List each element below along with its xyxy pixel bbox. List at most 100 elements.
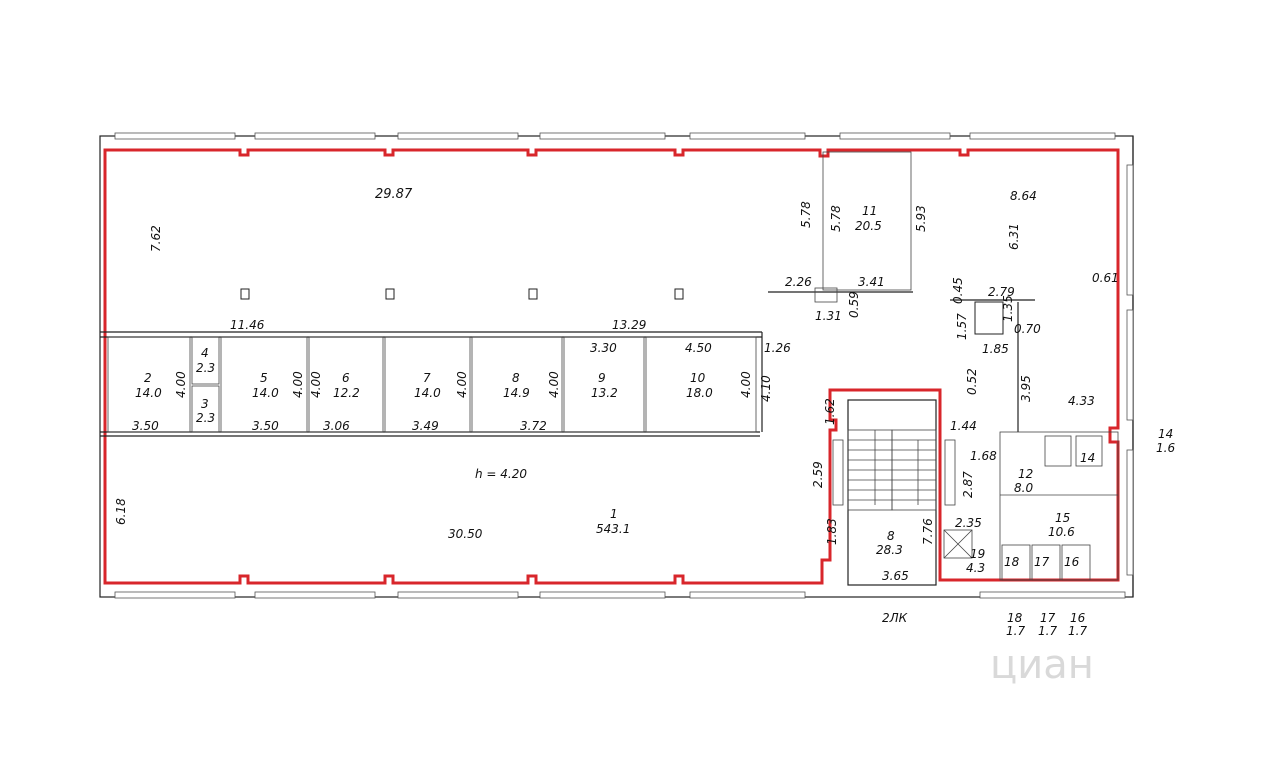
inner16: 16 — [1064, 555, 1080, 569]
dim-top-width: 29.87 — [375, 187, 413, 202]
room4-area: 2.3 — [196, 361, 215, 375]
room6-area: 12.2 — [333, 386, 360, 400]
room4-num: 4 — [201, 346, 209, 360]
room15-area: 10.6 — [1048, 525, 1075, 539]
watermark: циан — [990, 642, 1094, 688]
room15-num: 15 — [1055, 511, 1070, 525]
inner18: 18 — [1004, 555, 1020, 569]
room3-area: 2.3 — [196, 411, 215, 425]
labels: 29.87 7.62 11.46 13.29 2 14.0 4 2.3 3 2.… — [114, 187, 1175, 638]
structural-columns — [240, 288, 684, 300]
height-note: h = 4.20 — [475, 467, 527, 481]
room14-inner: 14 — [1080, 451, 1095, 465]
room19-area: 4.3 — [966, 561, 985, 575]
dim-left-height: 7.62 — [149, 225, 163, 252]
dim-045: 0.45 — [951, 277, 965, 304]
room6-num: 6 — [342, 371, 350, 385]
dim-corridor-right: 13.29 — [612, 318, 646, 332]
dim-w349: 3.49 — [412, 419, 439, 433]
room7-area: 14.0 — [414, 386, 441, 400]
dim-w350b: 3.50 — [252, 419, 279, 433]
dim-168: 1.68 — [970, 449, 997, 463]
dim-144: 1.44 — [950, 419, 977, 433]
room8-area: 14.9 — [503, 386, 530, 400]
dim-070: 0.70 — [1014, 322, 1041, 336]
windows-bottom — [114, 591, 1126, 599]
room5-num: 5 — [260, 371, 268, 385]
dim-135: 1.35 — [1001, 295, 1015, 322]
room11-area: 20.5 — [855, 219, 882, 233]
dim-h400a: 4.00 — [174, 371, 188, 398]
room8-num: 8 — [512, 371, 520, 385]
dim-279: 2.79 — [988, 285, 1015, 299]
staircase-tag: 2ЛК — [882, 611, 908, 625]
dim-061: 0.61 — [1092, 271, 1119, 285]
dim-h400c: 4.00 — [309, 371, 323, 398]
dim-864: 8.64 — [1010, 189, 1037, 203]
dim-w350a: 3.50 — [132, 419, 159, 433]
dim-left-lower: 6.18 — [114, 498, 128, 525]
room19-num: 19 — [970, 547, 985, 561]
room1-num: 1 — [610, 507, 618, 521]
windows-right — [1126, 164, 1134, 576]
dim-059: 0.59 — [847, 291, 861, 318]
room14-area: 1.6 — [1156, 441, 1175, 455]
dim-235: 2.35 — [955, 516, 982, 530]
dim-w372: 3.72 — [520, 419, 547, 433]
dim-395: 3.95 — [1019, 375, 1033, 402]
dim-h400d: 4.00 — [455, 371, 469, 398]
room2-num: 2 — [144, 371, 152, 385]
dim-185: 1.85 — [982, 342, 1009, 356]
dim-corridor-left: 11.46 — [230, 318, 265, 332]
dim-578b: 5.78 — [829, 205, 843, 232]
room3-num: 3 — [201, 397, 209, 411]
room17-num: 17 — [1040, 611, 1056, 625]
dim-330: 3.30 — [590, 341, 617, 355]
dim-578a: 5.78 — [799, 201, 813, 228]
room9-area: 13.2 — [591, 386, 618, 400]
dim-593: 5.93 — [914, 205, 928, 232]
dim-162: 1.62 — [823, 398, 837, 425]
room11-num: 11 — [862, 204, 877, 218]
dim-bottom-width: 30.50 — [448, 527, 483, 541]
room2-area: 14.0 — [135, 386, 162, 400]
dim-226: 2.26 — [785, 275, 812, 289]
dim-157: 1.57 — [955, 313, 969, 340]
dim-126: 1.26 — [764, 341, 791, 355]
dim-183: 1.83 — [825, 518, 839, 545]
dim-631: 6.31 — [1007, 223, 1021, 250]
room16-area: 1.7 — [1068, 624, 1087, 638]
room10-area: 18.0 — [686, 386, 713, 400]
room17-area: 1.7 — [1038, 624, 1057, 638]
stair-treads — [848, 430, 936, 505]
room18-num: 18 — [1007, 611, 1023, 625]
dim-410: 4.10 — [759, 375, 773, 402]
stair8-area: 28.3 — [876, 543, 903, 557]
dim-131: 1.31 — [815, 309, 842, 323]
dim-h400e: 4.00 — [547, 371, 561, 398]
dim-341: 3.41 — [858, 275, 885, 289]
room12-area: 8.0 — [1014, 481, 1033, 495]
dim-w306: 3.06 — [323, 419, 350, 433]
stair8-num: 8 — [887, 529, 895, 543]
room14-num: 14 — [1158, 427, 1173, 441]
windows-top — [114, 132, 1116, 140]
dim-776: 7.76 — [921, 518, 935, 545]
dim-h400f: 4.00 — [739, 371, 753, 398]
dim-450: 4.50 — [685, 341, 712, 355]
dim-h400b: 4.00 — [291, 371, 305, 398]
inner17: 17 — [1034, 555, 1050, 569]
room1-area: 543.1 — [596, 522, 630, 536]
room7-num: 7 — [423, 371, 431, 385]
dim-287: 2.87 — [961, 471, 975, 498]
interior-walls — [100, 151, 1119, 586]
room9-num: 9 — [598, 371, 606, 385]
room16-num: 16 — [1070, 611, 1086, 625]
dim-365: 3.65 — [882, 569, 909, 583]
room5-area: 14.0 — [252, 386, 279, 400]
dim-259: 2.59 — [811, 461, 825, 488]
dim-433: 4.33 — [1068, 394, 1095, 408]
room18-area: 1.7 — [1006, 624, 1025, 638]
dim-052: 0.52 — [965, 368, 979, 395]
